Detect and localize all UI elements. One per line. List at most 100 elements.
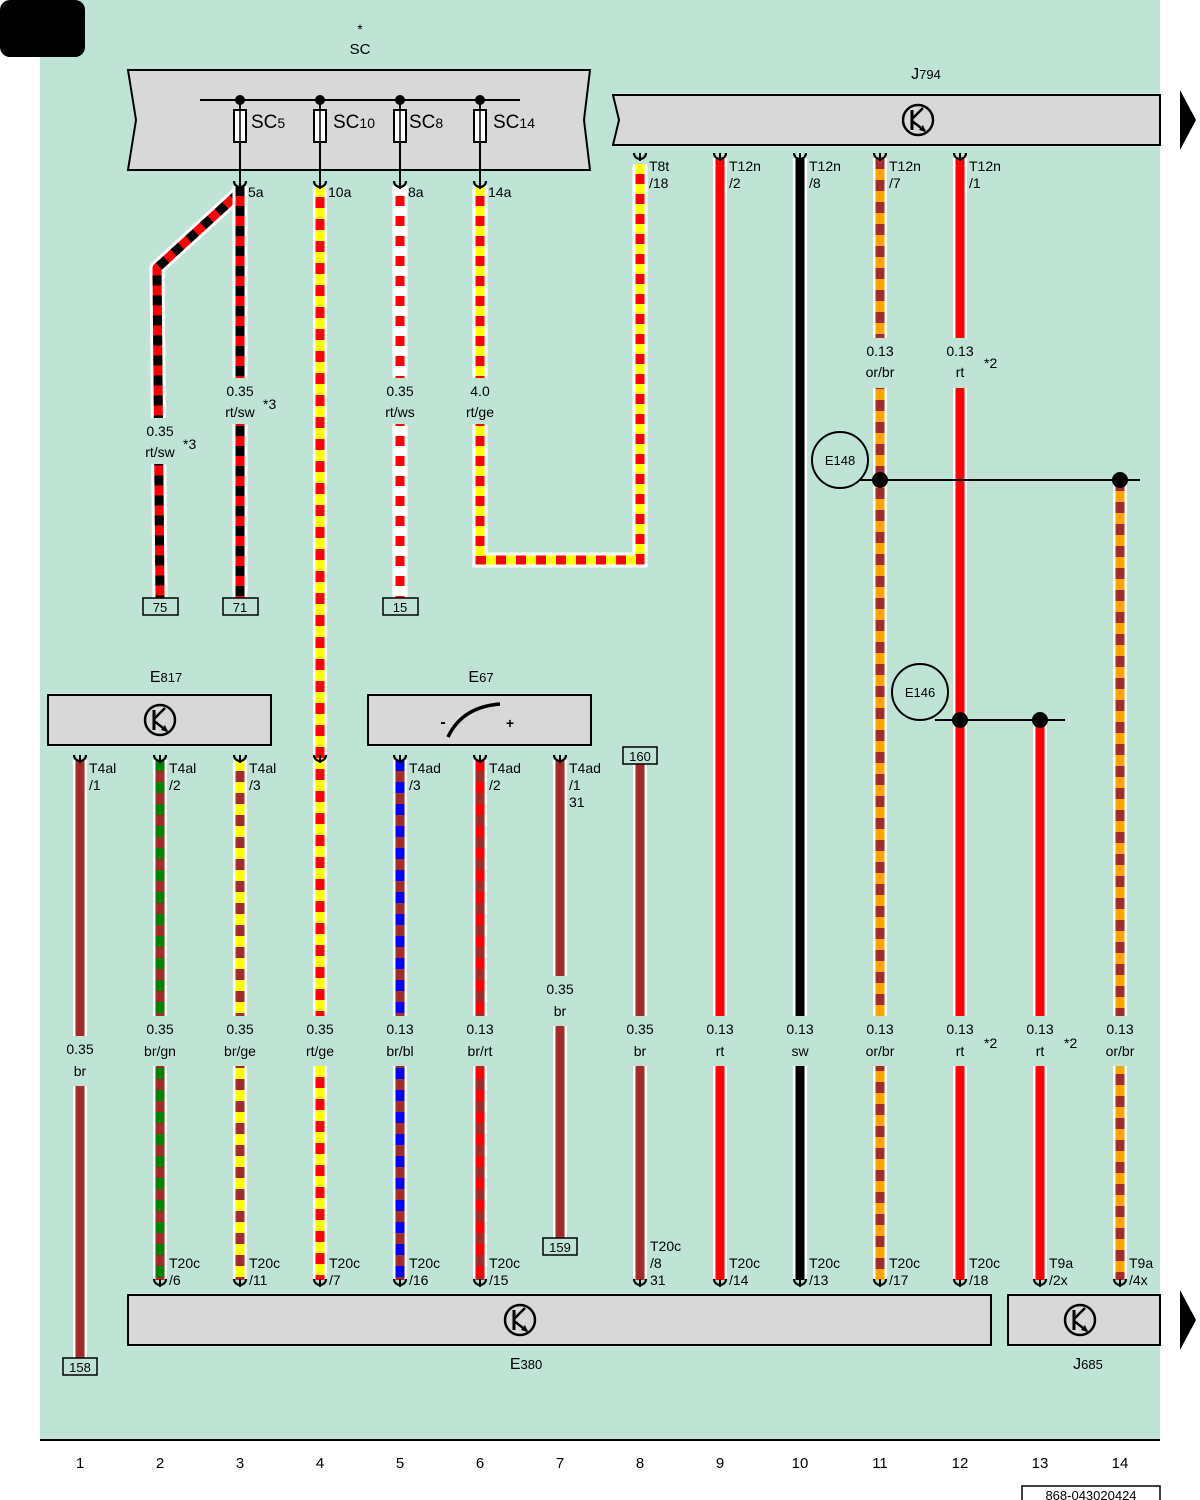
- fuse-box-title: SC: [350, 41, 371, 58]
- potentiometer-icon: - +: [440, 702, 514, 738]
- wire-text: br/ge: [224, 1043, 256, 1059]
- wire-text: /11: [249, 1272, 268, 1288]
- wire-text: /15: [489, 1272, 509, 1288]
- wire-text: T20c: [650, 1238, 681, 1254]
- fuse-label: SC: [251, 112, 277, 133]
- upper-label-15: 0.35 rt/ws: [382, 378, 418, 424]
- wire-text: T4ad: [569, 760, 601, 776]
- wire-text: rt/ge: [306, 1043, 334, 1059]
- wire-text: rt: [1036, 1043, 1045, 1059]
- e148-sensor: E148: [811, 431, 869, 489]
- upper-wire-14a: [472, 164, 648, 568]
- column-number: 4: [316, 1455, 324, 1472]
- column-number: 3: [236, 1455, 244, 1472]
- column-number: 11: [872, 1455, 888, 1472]
- svg-text:rt/ws: rt/ws: [385, 404, 415, 420]
- wire-text: br: [554, 1003, 567, 1019]
- upper-label-71: 0.35 rt/sw *3: [222, 378, 276, 424]
- fuse-box: [126, 69, 592, 171]
- wire-text: T20c: [889, 1255, 920, 1271]
- wire-text: *2: [1064, 1035, 1077, 1051]
- terminal-158: 158: [62, 1357, 98, 1376]
- pin-8a: 8a: [408, 184, 424, 200]
- pin-t8t: T8t/18: [649, 158, 669, 191]
- wire-text: br: [634, 1043, 647, 1059]
- column-number: 1: [76, 1455, 84, 1472]
- wire-text: /14: [729, 1272, 749, 1288]
- wire-text: /7: [329, 1272, 341, 1288]
- svg-text:75: 75: [153, 600, 167, 615]
- wire-text: T20c: [489, 1255, 520, 1271]
- column-number: 13: [1032, 1455, 1049, 1472]
- svg-text:0.35: 0.35: [146, 423, 173, 439]
- fuse-box-note: *: [357, 21, 363, 37]
- wire-text: T12n: [809, 158, 841, 174]
- wire-text: /2: [169, 777, 181, 793]
- svg-text:SC10: SC10: [333, 112, 375, 133]
- wire-text: T12n: [969, 158, 1001, 174]
- fuse-sub: 14: [519, 115, 535, 131]
- j794-label: J794: [911, 66, 941, 83]
- svg-text:0.35: 0.35: [226, 383, 253, 399]
- terminal-15: 15: [382, 597, 419, 616]
- wire-text: 31: [569, 794, 585, 810]
- fuse-sub: 8: [435, 115, 443, 131]
- fuse-label: SC: [493, 112, 519, 133]
- wire-text: T20c: [329, 1255, 360, 1271]
- svg-text:+: +: [506, 715, 514, 731]
- diagram-id-box: 868-043020424: [1021, 1485, 1161, 1500]
- wire-text: 0.35: [66, 1041, 93, 1057]
- wire-text: 0.13: [866, 343, 893, 359]
- wire-text: or/br: [1106, 1043, 1135, 1059]
- column-number: 10: [792, 1455, 809, 1472]
- wire-text: rt: [716, 1043, 725, 1059]
- wire-text: or/br: [866, 1043, 895, 1059]
- splice-dot: [1112, 472, 1128, 488]
- terminal-159: 159: [542, 1237, 578, 1256]
- next-page-arrow-bottom[interactable]: [1180, 1290, 1196, 1350]
- wire-text: T20c: [969, 1255, 1000, 1271]
- e146-sensor: E146: [891, 663, 949, 721]
- wire-text: T12n: [729, 158, 761, 174]
- svg-text:15: 15: [393, 600, 407, 615]
- wire-text: 0.13: [466, 1021, 493, 1037]
- wire-text: T20c: [169, 1255, 200, 1271]
- e817-label: E817: [150, 669, 182, 686]
- wire-text: 0.35: [226, 1021, 253, 1037]
- wire-text: rt: [956, 364, 965, 380]
- wire-text: /8: [809, 175, 821, 191]
- svg-text:rt/ge: rt/ge: [466, 404, 494, 420]
- next-page-arrow-top[interactable]: [1180, 90, 1196, 150]
- wire-text: br: [74, 1063, 87, 1079]
- e67-box: [367, 694, 592, 746]
- pin-14a: 14a: [488, 184, 512, 200]
- e380-box: [127, 1294, 992, 1346]
- wire-text: /13: [809, 1272, 829, 1288]
- wire-text: /1: [569, 777, 581, 793]
- upper-wire-75: [149, 186, 246, 599]
- wire-text: /1: [969, 175, 981, 191]
- wire-text: 0.13: [866, 1021, 893, 1037]
- pin-5a: 5a: [248, 184, 264, 200]
- wire-text: /18: [969, 1272, 989, 1288]
- column-number: 14: [1112, 1455, 1129, 1472]
- wire-text: /3: [249, 777, 261, 793]
- splice-dot: [872, 472, 888, 488]
- wire-text: 0.13: [386, 1021, 413, 1037]
- svg-text:*3: *3: [263, 396, 276, 412]
- wire-text: /3: [409, 777, 421, 793]
- splice-dot: [952, 712, 968, 728]
- wire-text: T4al: [249, 760, 276, 776]
- column-number: 9: [716, 1455, 724, 1472]
- svg-text:SC5: SC5: [251, 112, 285, 133]
